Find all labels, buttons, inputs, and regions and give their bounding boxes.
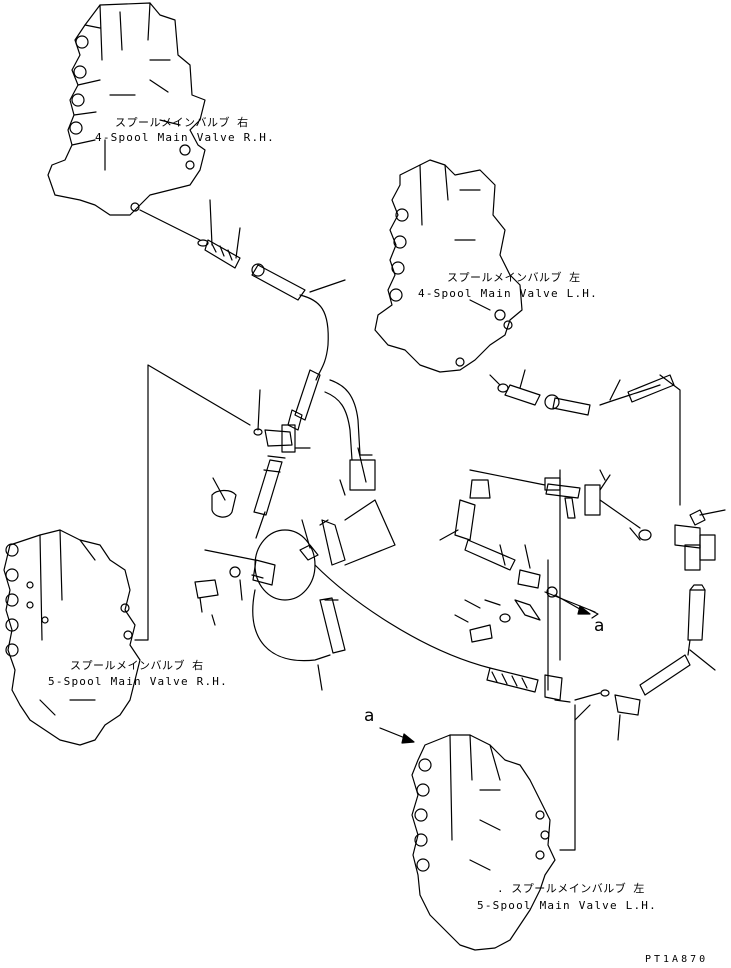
hose-4spool-rh — [140, 200, 345, 430]
label-4spool-rh-en: 4-Spool Main Valve R.H. — [95, 131, 275, 144]
label-4spool-lh-jp: スプールメインバルブ 左 — [447, 271, 581, 284]
view-arrow-right — [555, 595, 590, 614]
valve-4spool-rh — [48, 3, 205, 215]
label-5spool-rh-en: 5-Spool Main Valve R.H. — [48, 675, 228, 688]
hose-4spool-lh — [490, 370, 680, 505]
valve-5spool-lh — [412, 735, 555, 950]
hose-curved-center — [325, 380, 375, 495]
hose-right-lower — [560, 640, 715, 850]
view-arrow-left — [380, 728, 414, 743]
fittings-right-middle — [440, 480, 598, 642]
view-marker-a-right: a — [594, 616, 605, 636]
label-5spool-rh-jp: スプールメインバルブ 右 — [70, 659, 204, 672]
pipe-to-5spool-rh — [135, 365, 250, 640]
label-5spool-lh-en: 5-Spool Main Valve L.H. — [477, 899, 657, 912]
hose-diagonal-center — [212, 456, 285, 538]
drawing-code: PT1A870 — [645, 954, 709, 965]
label-4spool-rh-jp: スプールメインバルブ 右 — [115, 116, 249, 129]
valve-4spool-lh — [375, 160, 522, 372]
tee-fitting-right — [470, 470, 725, 640]
clamp-assembly — [195, 520, 345, 690]
label-4spool-lh-en: 4-Spool Main Valve L.H. — [418, 287, 598, 300]
tee-fitting-center — [254, 390, 310, 452]
pipe-clamp-lines — [345, 500, 395, 565]
pipe-long-center-right — [315, 470, 570, 702]
valve-5spool-rh — [4, 530, 140, 745]
label-5spool-lh-jp: . スプールメインバルブ 左 — [497, 882, 645, 895]
view-marker-a-left: a — [364, 706, 375, 726]
